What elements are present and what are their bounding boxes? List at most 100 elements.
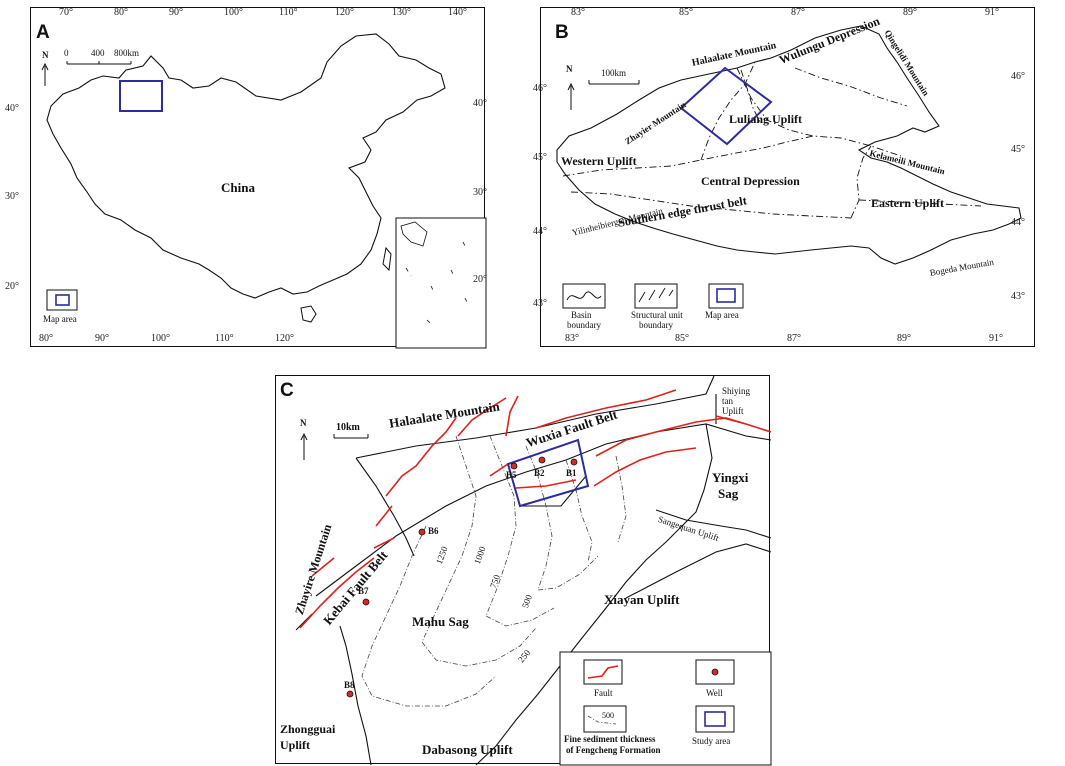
b-bottom-tick: 91° [989,333,1003,344]
label-yingxi-1: Yingxi [712,470,749,485]
b-left-tick: 43° [533,298,547,309]
panel-b: B 83° 85° 87° 89° 91° 83° 85° 87° 89° 91… [533,7,1035,347]
panel-b-label: B [555,22,569,43]
a-left-tick: 30° [5,191,19,202]
well-b5 [510,462,518,470]
a-bottom-tick: 100° [151,333,170,344]
well-label-b1: B1 [566,468,577,478]
a-bottom-tick: 80° [39,333,53,344]
legend-thickness-sample: 500 [602,711,614,720]
a-bottom-tick: 90° [95,333,109,344]
a-top-tick: 130° [392,7,411,18]
b-top-tick: 83° [571,7,585,18]
label-dabasong: Dabasong Uplift [422,742,513,757]
legend-basin-line2: boundary [567,320,601,330]
legend-map-area-symbol-a [46,289,78,311]
a-top-tick: 140° [448,7,467,18]
legend-structural-line2: boundary [639,320,673,330]
structural-unit-boundaries [562,61,982,219]
a-right-tick: 40° [473,98,487,109]
label-shiying-2: tan [722,396,733,406]
well-b7 [362,598,370,606]
hainan-island [300,305,317,323]
legend-structural-symbol [634,283,678,309]
a-top-tick: 120° [335,7,354,18]
basin-boundary [556,25,1022,265]
a-top-tick: 70° [59,7,73,18]
panel-a: A 70° 80° 90° 100° 110° 120° 130° 140° 8… [5,7,487,349]
b-top-tick: 87° [791,7,805,18]
b-top-tick: 85° [679,7,693,18]
study-area-box [506,438,590,508]
label-yingxi-2: Sag [718,486,739,501]
a-left-tick: 40° [5,103,19,114]
wells [346,456,578,698]
junggar-basin-svg [556,25,1022,309]
well-label-b2: B2 [534,468,545,478]
label-zhongguai-1: Zhongguai [280,722,336,736]
legend-thickness-1: Fine sediment thickness [564,734,656,744]
legend-basin-line1: Basin [571,310,592,320]
label-xiayan: Xiayan Uplift [604,592,680,607]
label-luliang: Luliang Uplift [729,112,803,126]
b-right-tick: 45° [1011,144,1025,155]
label-mahu: Mahu Sag [412,614,469,629]
a-top-tick: 100° [224,7,243,18]
label-zhongguai-2: Uplift [280,738,310,752]
faults-c [299,389,772,629]
b-bottom-tick: 83° [565,333,579,344]
scale-zero-a: 0 [64,48,69,58]
well-b2 [538,456,546,464]
a-top-tick: 80° [114,7,128,18]
b-left-tick: 46° [533,83,547,94]
scale-end-a: 800km [114,48,140,58]
legend-map-area-symbol-b [708,283,744,309]
a-top-tick: 90° [169,7,183,18]
well-b8 [346,690,354,698]
b-bottom-tick: 85° [675,333,689,344]
north-label-c: N [300,418,307,428]
well-label-b6: B6 [428,526,439,536]
well-label-b8: B8 [344,680,355,690]
mahu-sag-svg [295,375,772,766]
well-b6 [418,528,426,536]
label-shiying-1: Shiying [722,386,751,396]
map-area-box-a [119,80,163,112]
legend-fault: Fault [594,688,613,698]
scale-label-c: 10km [336,422,360,433]
a-bottom-tick: 110° [215,333,234,344]
a-bottom-tick: 120° [275,333,294,344]
well-b1 [570,458,578,466]
legend-map-area-b: Map area [705,310,739,320]
a-left-tick: 20° [5,281,19,292]
legend-structural-line1: Structural unit [631,310,683,320]
well-label-b5: B5 [506,470,517,480]
a-top-tick: 110° [279,7,298,18]
a-right-tick: 20° [473,274,487,285]
south-china-sea-inset [395,217,487,349]
panel-c: C N 10km Halaalate Mountain Wuxia Fault … [275,375,772,766]
legend-thickness-2: of Fengcheng Formation [566,745,661,755]
china-outline [46,33,446,299]
b-right-tick: 44° [1011,217,1025,228]
china-label: China [221,180,255,195]
b-left-tick: 45° [533,152,547,163]
label-western: Western Uplift [561,154,637,168]
legend-study-area: Study area [692,736,731,746]
a-right-tick: 30° [473,187,487,198]
b-left-tick: 44° [533,226,547,237]
legend-well: Well [706,688,723,698]
b-bottom-tick: 87° [787,333,801,344]
map-area-box-b [679,66,773,146]
well-label-b7: B7 [358,586,369,596]
panel-c-label: C [280,380,294,401]
b-right-tick: 46° [1011,71,1025,82]
taiwan-island [382,246,392,272]
label-eastern: Eastern Uplift [871,196,944,210]
b-top-tick: 91° [985,7,999,18]
structural-boundaries-c [295,375,772,766]
legend-map-area-a: Map area [43,314,77,324]
scale-label-b: 100km [601,68,627,78]
panel-a-label: A [36,22,50,43]
north-label-b: N [566,64,573,74]
